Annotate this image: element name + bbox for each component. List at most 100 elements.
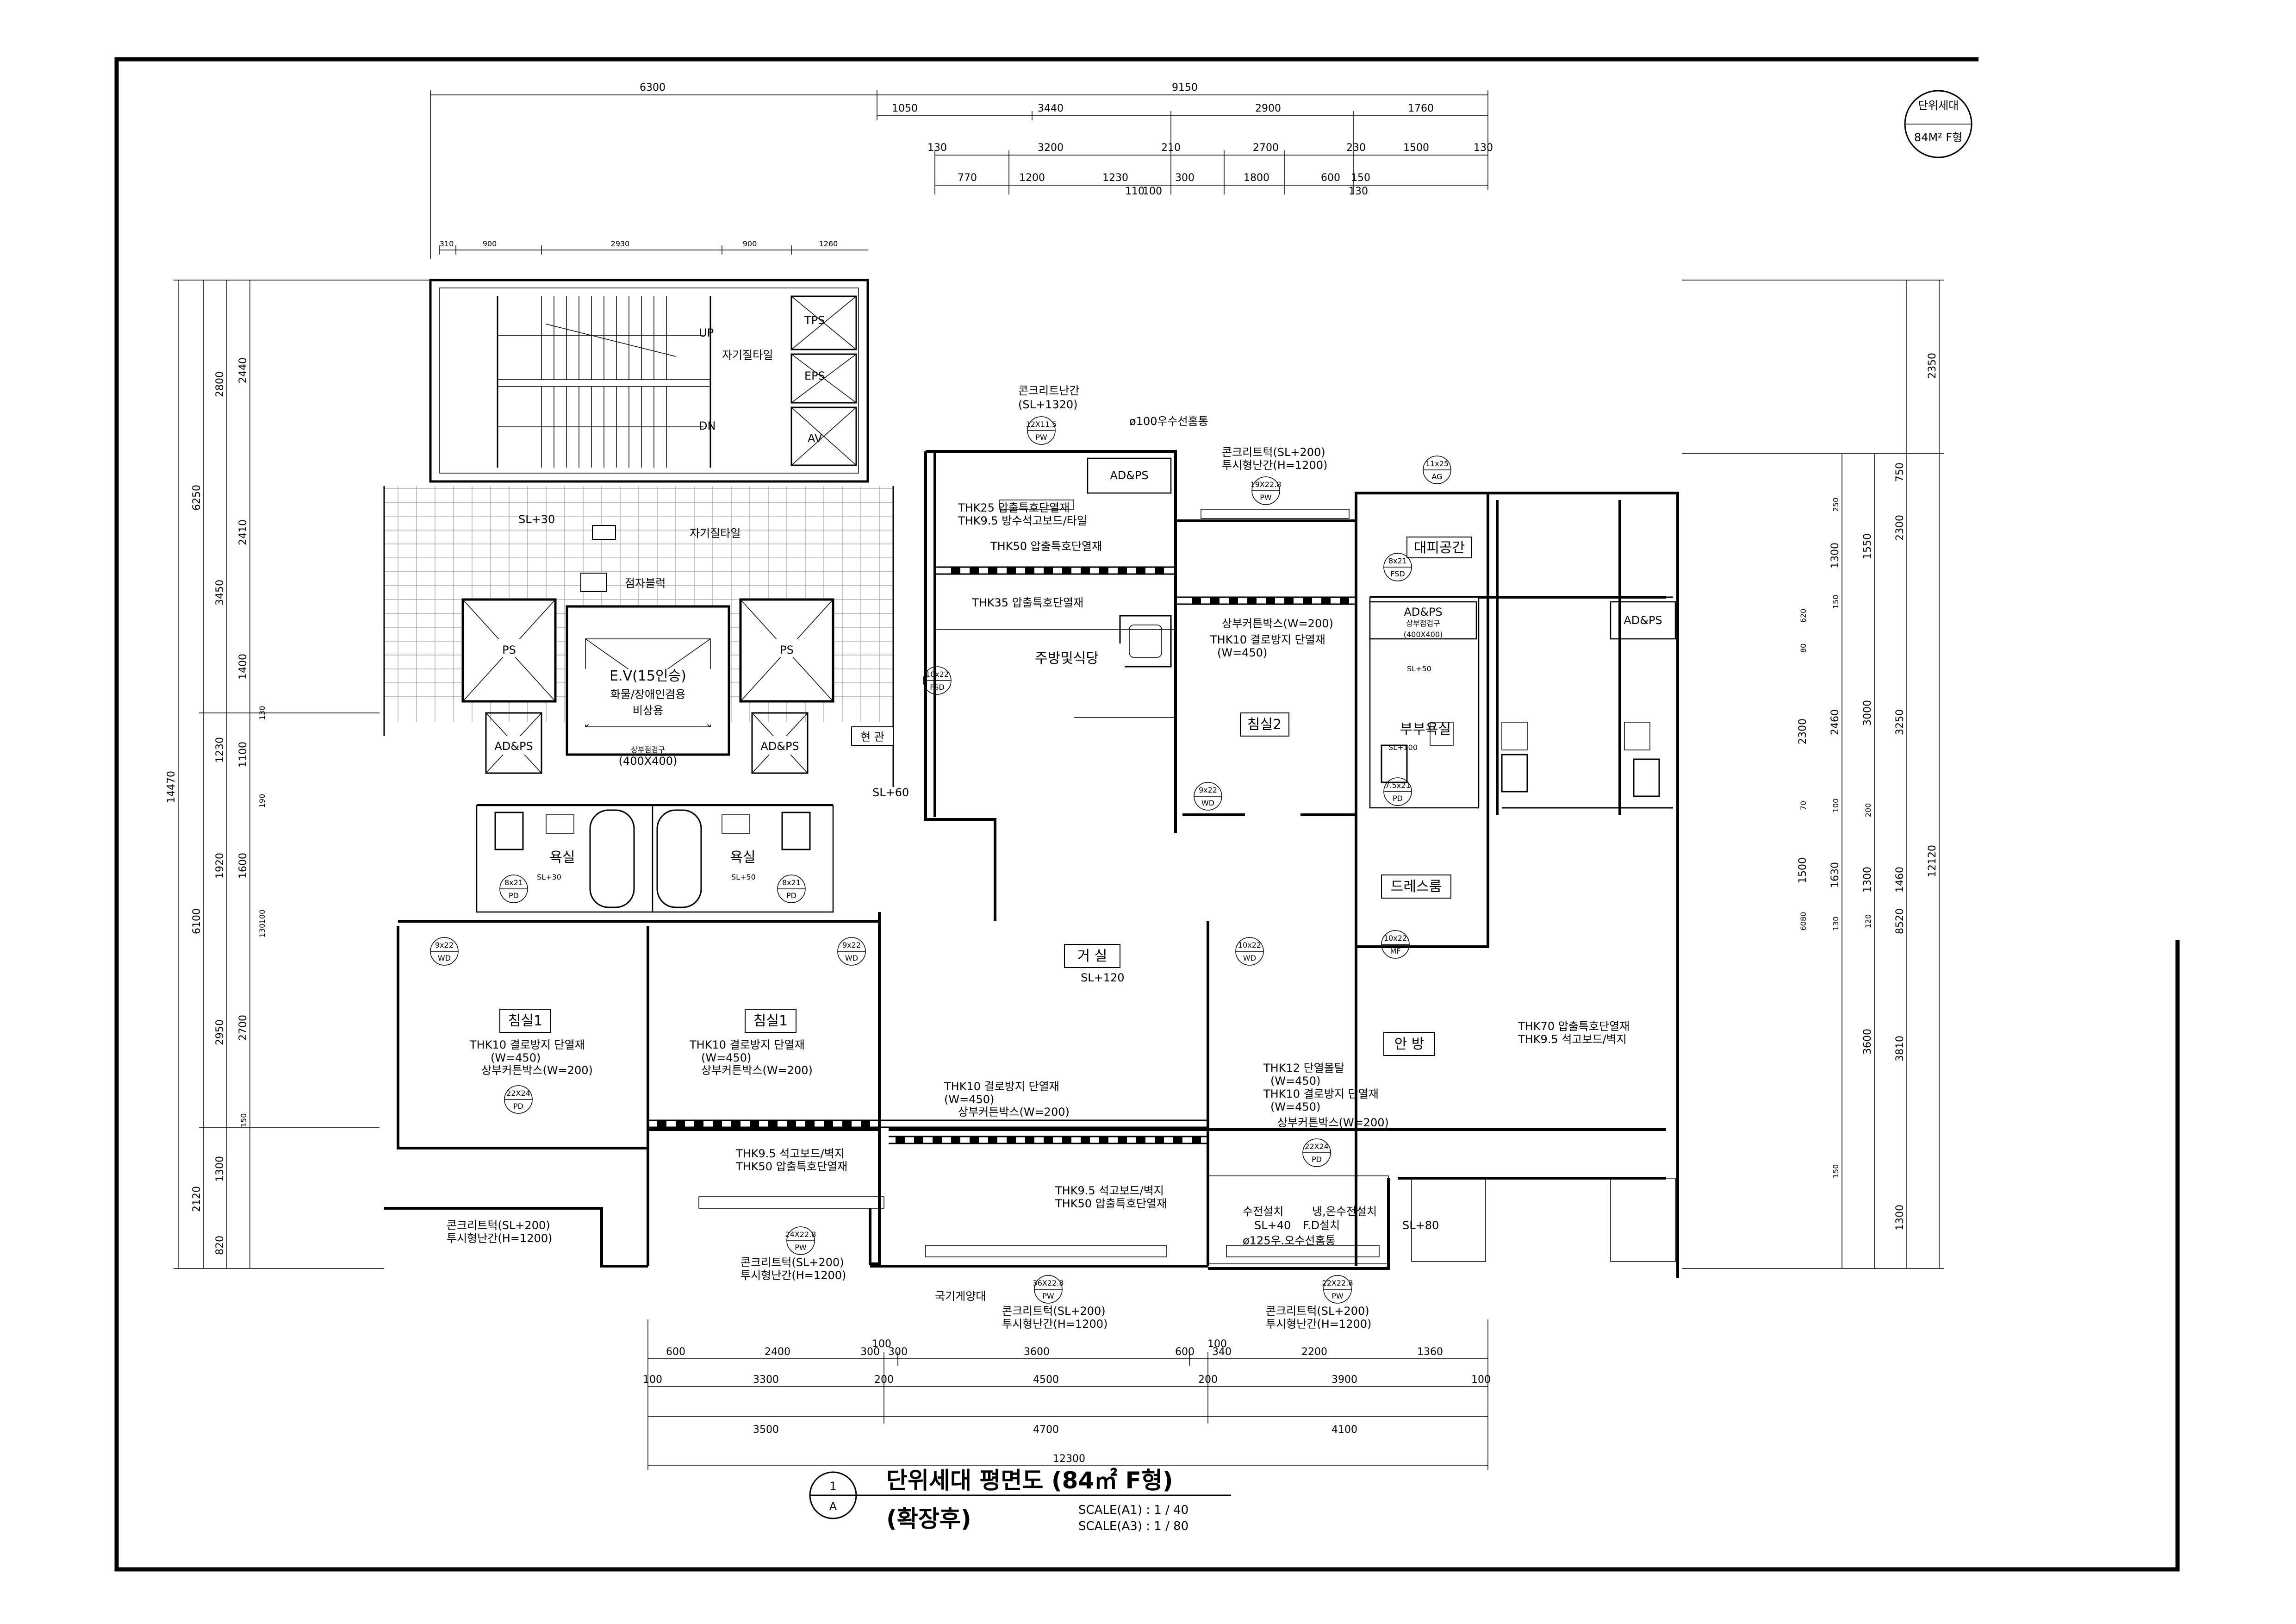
note-flag: 국기게양대 xyxy=(935,1290,986,1303)
dim-core-900b: 900 xyxy=(743,239,757,248)
bottom-dimensions: 600 2400 100 300 300 3600 600 100 340 22… xyxy=(643,1319,1491,1470)
dim-top-230: 230 xyxy=(1346,142,1366,154)
tag-pw-22x22: 22X22.8 xyxy=(1322,1279,1353,1287)
dim-top-3200: 3200 xyxy=(1038,142,1064,154)
dim-top-100a: 100 xyxy=(1143,186,1162,197)
dim-bot3-3500: 3500 xyxy=(753,1424,779,1436)
tag-wd-bedroom1a-type: WD xyxy=(438,954,451,962)
dim-bot-600b: 600 xyxy=(1175,1346,1195,1358)
lobby-tile-grid: SL+30 자기질타일 점자블럭 xyxy=(383,486,894,787)
tag-pw-36x22-type: PW xyxy=(1042,1292,1054,1300)
stair-tile-note: 자기질타일 xyxy=(722,349,773,362)
note-thk50-living: THK50 압출특호단열재 xyxy=(1055,1197,1167,1210)
note-w450-bed1b: (W=450) xyxy=(701,1051,751,1064)
tag-wd-master-type: WD xyxy=(1243,954,1256,962)
dim-bot-600: 600 xyxy=(666,1346,685,1358)
tag-wd-master: 10x22 xyxy=(1238,941,1261,949)
dim-right-250: 250 xyxy=(1831,498,1840,512)
scale-a1: SCALE(A1) : 1 / 40 xyxy=(1078,1503,1188,1517)
sheet-border xyxy=(114,57,2180,1572)
bath-b-label: 욕실 xyxy=(730,849,755,866)
bedroom2-label: 침실2 xyxy=(1247,717,1282,733)
note-thk50-bottom: THK50 압출특호단열재 xyxy=(735,1160,847,1173)
elevator-core: PS PS E.V(15인승) 화물/장애인겸용 비상용 AD&PS AD&PS… xyxy=(461,598,834,774)
eps-label: EPS xyxy=(804,369,825,382)
note-faucet: 수전설치 xyxy=(1243,1205,1283,1218)
note-conc-sl200-right: 콘크리트턱(SL+200) xyxy=(1266,1305,1369,1318)
dim-right-150a: 150 xyxy=(1831,595,1840,609)
dim-bot2-4500: 4500 xyxy=(1033,1374,1059,1386)
dim-right-3810: 3810 xyxy=(1894,1036,1906,1062)
unit-type-label: 단위세대 xyxy=(1918,99,1959,112)
note-w450-bed1a: (W=450) xyxy=(491,1051,541,1064)
tag-wd-bedroom1b-type: WD xyxy=(845,954,858,962)
dim-top-2700: 2700 xyxy=(1253,142,1279,154)
tag-pd-bath-a: 8x21 xyxy=(504,878,523,887)
bedroom1a-label: 침실1 xyxy=(508,1013,542,1029)
adps-left-label: AD&PS xyxy=(494,740,533,753)
dim-bot3-4100: 4100 xyxy=(1332,1424,1357,1436)
dim-bot-300b: 300 xyxy=(888,1346,908,1358)
note-conc-sl200-left: 콘크리트턱(SL+200) xyxy=(447,1219,550,1232)
ev-sub1: 화물/장애인겸용 xyxy=(610,688,686,701)
tag-pw-22x24: 22X24 xyxy=(506,1089,530,1098)
tag-wd-bedroom2-type: WD xyxy=(1201,799,1214,807)
dim-bot2-100b: 100 xyxy=(1471,1374,1491,1386)
tag-pd-master-type: PD xyxy=(1312,1155,1322,1164)
ps-left-label: PS xyxy=(502,643,516,656)
dim-top-3440: 3440 xyxy=(1038,103,1064,114)
left-dimensions: 14470 6250 6100 2120 2800 3450 1230 1920… xyxy=(166,280,435,1269)
dim-right-130: 130 xyxy=(1831,917,1840,931)
tag-pd-bath-b: 8x21 xyxy=(782,878,801,887)
dim-right-1550: 1550 xyxy=(1862,533,1873,559)
kitchen-label: 주방및식당 xyxy=(1035,650,1099,667)
tag-wd-bedroom1a: 9x22 xyxy=(435,941,454,949)
tag-pd-75x21-type: PD xyxy=(1393,794,1403,803)
dim-right-8520: 8520 xyxy=(1894,908,1906,934)
dim-top-1800: 1800 xyxy=(1244,172,1269,184)
dim-right-80: 80 xyxy=(1799,643,1808,653)
dim-bot-total: 12300 xyxy=(1053,1453,1085,1465)
dim-bot-100b: 100 xyxy=(1207,1338,1227,1350)
hatch-master: 상부점검구 xyxy=(1406,619,1440,628)
drawing-title-text: 단위세대 평면도 (84㎡ F형) xyxy=(886,1467,1173,1494)
tag-fsd-8x21: 8x21 xyxy=(1388,556,1407,565)
dim-left-1600: 1600 xyxy=(237,853,249,879)
tag-mf-10x22: 10x22 xyxy=(1384,934,1407,943)
note-thk95-bottom: THK9.5 석고보드/벽지 xyxy=(735,1147,845,1160)
dim-top-130b: 130 xyxy=(1474,142,1493,154)
dim-left-1400: 1400 xyxy=(237,654,249,680)
dim-top-2900: 2900 xyxy=(1255,103,1281,114)
note-thk70: THK70 압출특호단열재 xyxy=(1518,1020,1630,1033)
note-drain125: ø125우.오수선홈통 xyxy=(1243,1234,1336,1247)
dim-right-1500: 1500 xyxy=(1797,857,1809,883)
dim-bot-340: 340 xyxy=(1212,1346,1232,1358)
lobby-tile-note: 자기질타일 xyxy=(690,527,740,540)
dim-bot-3600: 3600 xyxy=(1024,1346,1050,1358)
room-labels: 침실2 거 실 안 방 침실1 침실1 드레스룸 대피공간 현 관 xyxy=(499,537,1472,1056)
dim-left-3450: 3450 xyxy=(214,580,226,606)
tag-pw-22x24-type: PD xyxy=(513,1102,523,1111)
dim-top-130c: 130 xyxy=(1349,186,1368,197)
tag-fsd-10x22: 10x22 xyxy=(926,670,949,679)
tag-pw-24x22-type: PW xyxy=(795,1243,807,1252)
note-glass-left: 투시형난간(H=1200) xyxy=(447,1232,552,1245)
ps-right-label: PS xyxy=(780,643,794,656)
note-glass-bot: 투시형난간(H=1200) xyxy=(1002,1318,1108,1330)
dim-bot2-3300: 3300 xyxy=(753,1374,779,1386)
dim-right-3250: 3250 xyxy=(1894,709,1906,735)
note-thk50-kitchen: THK50 압출특호단열재 xyxy=(990,540,1102,553)
note-curtain-bed1a: 상부커튼박스(W=200) xyxy=(481,1064,593,1077)
note-glass-mid: 투시형난간(H=1200) xyxy=(740,1269,846,1282)
tag-wd-bedroom2: 9x22 xyxy=(1199,786,1217,794)
stair-up-label: UP xyxy=(699,326,714,339)
note-conc-sl200-top: 콘크리트턱(SL+200) xyxy=(1222,446,1325,459)
note-thk10-bed1a: THK10 결로방지 단열재 xyxy=(469,1038,585,1051)
tag-wd-bedroom1b: 9x22 xyxy=(842,941,861,949)
ev-hatch-label: 상부점검구 xyxy=(631,745,665,754)
note-drain100: ø100우수선홈통 xyxy=(1129,415,1208,428)
dim-core-1260: 1260 xyxy=(819,239,838,248)
kitchen-area: AD&PS AD&PS 상부점검구 (400X400) AD&PS 주방및식당 xyxy=(935,457,1676,718)
callout-sheet: A xyxy=(829,1500,837,1513)
right-units xyxy=(1496,493,1679,815)
